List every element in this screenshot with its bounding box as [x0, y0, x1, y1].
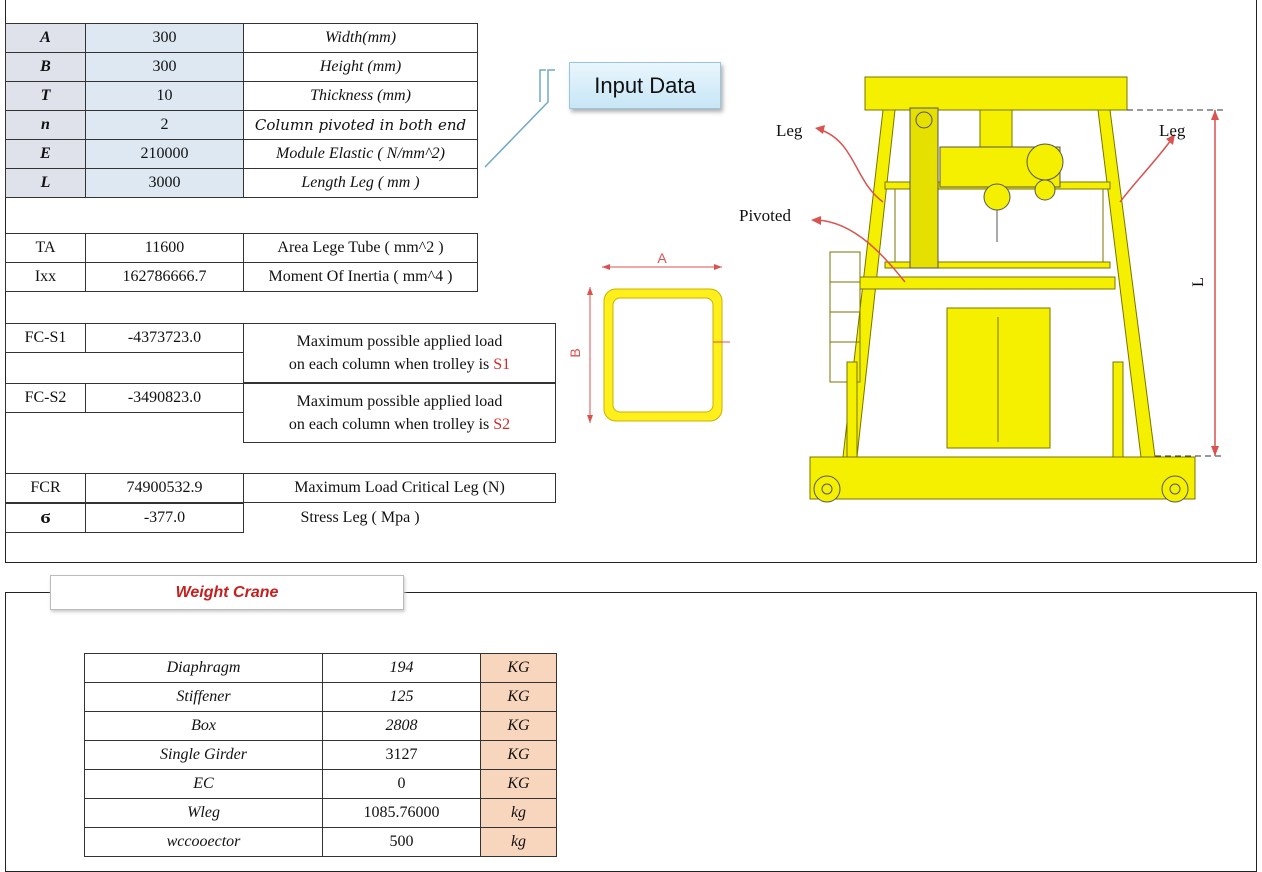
leg-left-label: Leg [776, 121, 803, 140]
leg-right-label: Leg [1159, 121, 1186, 140]
weight-item-unit: KG [480, 653, 557, 683]
weight-row: EC 0 KG [84, 769, 557, 799]
weight-crane-title: Weight Crane [50, 575, 404, 610]
weight-item-name: wccooector [84, 827, 323, 857]
input-row-l: L 3000 Length Leg ( mm ) [5, 168, 478, 198]
section-properties-table: TA 11600 Area Lege Tube ( mm^2 ) Ixx 162… [5, 233, 478, 292]
input-description: Height (mm) [243, 52, 478, 82]
input-data-label: Input Data [569, 62, 721, 109]
fcs1-symbol: FC-S1 [5, 323, 86, 353]
property-value: 11600 [85, 233, 244, 263]
input-row-a: A 300 Width(mm) [5, 23, 478, 53]
property-description: Moment Of Inertia ( mm^4 ) [243, 262, 478, 292]
weight-row: Stiffener 125 KG [84, 682, 557, 712]
weight-item-unit: KG [480, 682, 557, 712]
weight-item-name: Wleg [84, 798, 323, 828]
input-symbol: E [5, 139, 86, 169]
callout-connector [484, 69, 555, 168]
stress-description: Stress Leg ( Mpa ) [300, 509, 420, 526]
fcr-value: 74900532.9 [85, 473, 244, 503]
property-description: Area Lege Tube ( mm^2 ) [243, 233, 478, 263]
fcs2-line2: on each column when trolley is [288, 416, 494, 433]
fcs1-tag: S1 [493, 356, 511, 373]
fcs2-tag: S2 [493, 416, 511, 433]
input-symbol: L [5, 168, 86, 198]
fcs2-value: -3490823.0 [85, 383, 244, 413]
input-symbol: A [5, 23, 86, 53]
input-description: Width(mm) [243, 23, 478, 53]
input-value[interactable]: 300 [85, 52, 244, 82]
input-row-e: E 210000 Module Elastic ( N/mm^2) [5, 139, 478, 169]
input-description: Length Leg ( mm ) [243, 168, 478, 198]
input-symbol: T [5, 81, 86, 111]
input-table: A 300 Width(mm) B 300 Height (mm) T 10 T… [5, 23, 478, 198]
fcs1-line2: on each column when trolley is [288, 356, 494, 373]
input-row-t: T 10 Thickness (mm) [5, 81, 478, 111]
input-value[interactable]: 10 [85, 81, 244, 111]
fcs2-symbol: FC-S2 [5, 383, 86, 413]
input-value[interactable]: 300 [85, 23, 244, 53]
weight-item-value: 2808 [322, 711, 481, 741]
tube-section-diagram: A B [570, 250, 730, 423]
tube-a-label: A [657, 250, 667, 266]
weight-item-value: 0 [322, 769, 481, 799]
weight-item-value: 194 [322, 653, 481, 683]
weight-row: Wleg 1085.76000 kg [84, 798, 557, 828]
input-value[interactable]: 210000 [85, 139, 244, 169]
input-description: Column pivoted in both end [243, 110, 478, 140]
weight-item-unit: KG [480, 769, 557, 799]
tube-b-label: B [570, 348, 583, 357]
weight-item-name: Stiffener [84, 682, 323, 712]
weight-item-name: Box [84, 711, 323, 741]
property-symbol: TA [5, 233, 86, 263]
fcs2-description: Maximum possible applied load on each co… [243, 383, 556, 443]
fcs1-description: Maximum possible applied load on each co… [243, 323, 556, 383]
height-l-label: L [1190, 277, 1207, 287]
section-row-ta: TA 11600 Area Lege Tube ( mm^2 ) [5, 233, 478, 263]
input-value[interactable]: 3000 [85, 168, 244, 198]
input-symbol: B [5, 52, 86, 82]
weight-item-name: EC [84, 769, 323, 799]
property-value: 162786666.7 [85, 262, 244, 292]
weight-table: Diaphragm 194 KG Stiffener 125 KG Box 28… [84, 653, 557, 857]
fcs2-line1: Maximum possible applied load [296, 393, 503, 410]
weight-item-value: 125 [322, 682, 481, 712]
fcs2-line2-wrap: on each column when trolley is S2 [289, 413, 510, 436]
input-description: Module Elastic ( N/mm^2) [243, 139, 478, 169]
section-row-ixx: Ixx 162786666.7 Moment Of Inertia ( mm^4… [5, 262, 478, 292]
weight-item-name: Single Girder [84, 740, 323, 770]
fcs1-line1: Maximum possible applied load [296, 333, 503, 350]
fcr-description: Maximum Load Critical Leg (N) [243, 473, 556, 503]
weight-item-value: 500 [322, 827, 481, 857]
weight-item-value: 1085.76000 [322, 798, 481, 828]
input-symbol: n [5, 110, 86, 140]
stress-symbol: ϭ [5, 503, 86, 533]
stress-value: -377.0 [85, 503, 244, 533]
weight-item-value: 3127 [322, 740, 481, 770]
fcs1-value: -4373723.0 [85, 323, 244, 353]
weight-row: wccooector 500 kg [84, 827, 557, 857]
fcs1-line2-wrap: on each column when trolley is S1 [289, 353, 510, 376]
fcr-symbol: FCR [5, 473, 86, 503]
weight-row: Diaphragm 194 KG [84, 653, 557, 683]
weight-item-name: Diaphragm [84, 653, 323, 683]
weight-item-unit: kg [480, 827, 557, 857]
weight-item-unit: kg [480, 798, 557, 828]
weight-item-unit: KG [480, 711, 557, 741]
gantry-crane-illustration: L [809, 76, 1223, 503]
weight-row: Single Girder 3127 KG [84, 740, 557, 770]
weight-item-unit: KG [480, 740, 557, 770]
property-symbol: Ixx [5, 262, 86, 292]
input-description: Thickness (mm) [243, 81, 478, 111]
input-row-n: n 2 Column pivoted in both end [5, 110, 478, 140]
weight-row: Box 2808 KG [84, 711, 557, 741]
pivoted-label: Pivoted [739, 206, 791, 225]
input-value[interactable]: 2 [85, 110, 244, 140]
input-row-b: B 300 Height (mm) [5, 52, 478, 82]
